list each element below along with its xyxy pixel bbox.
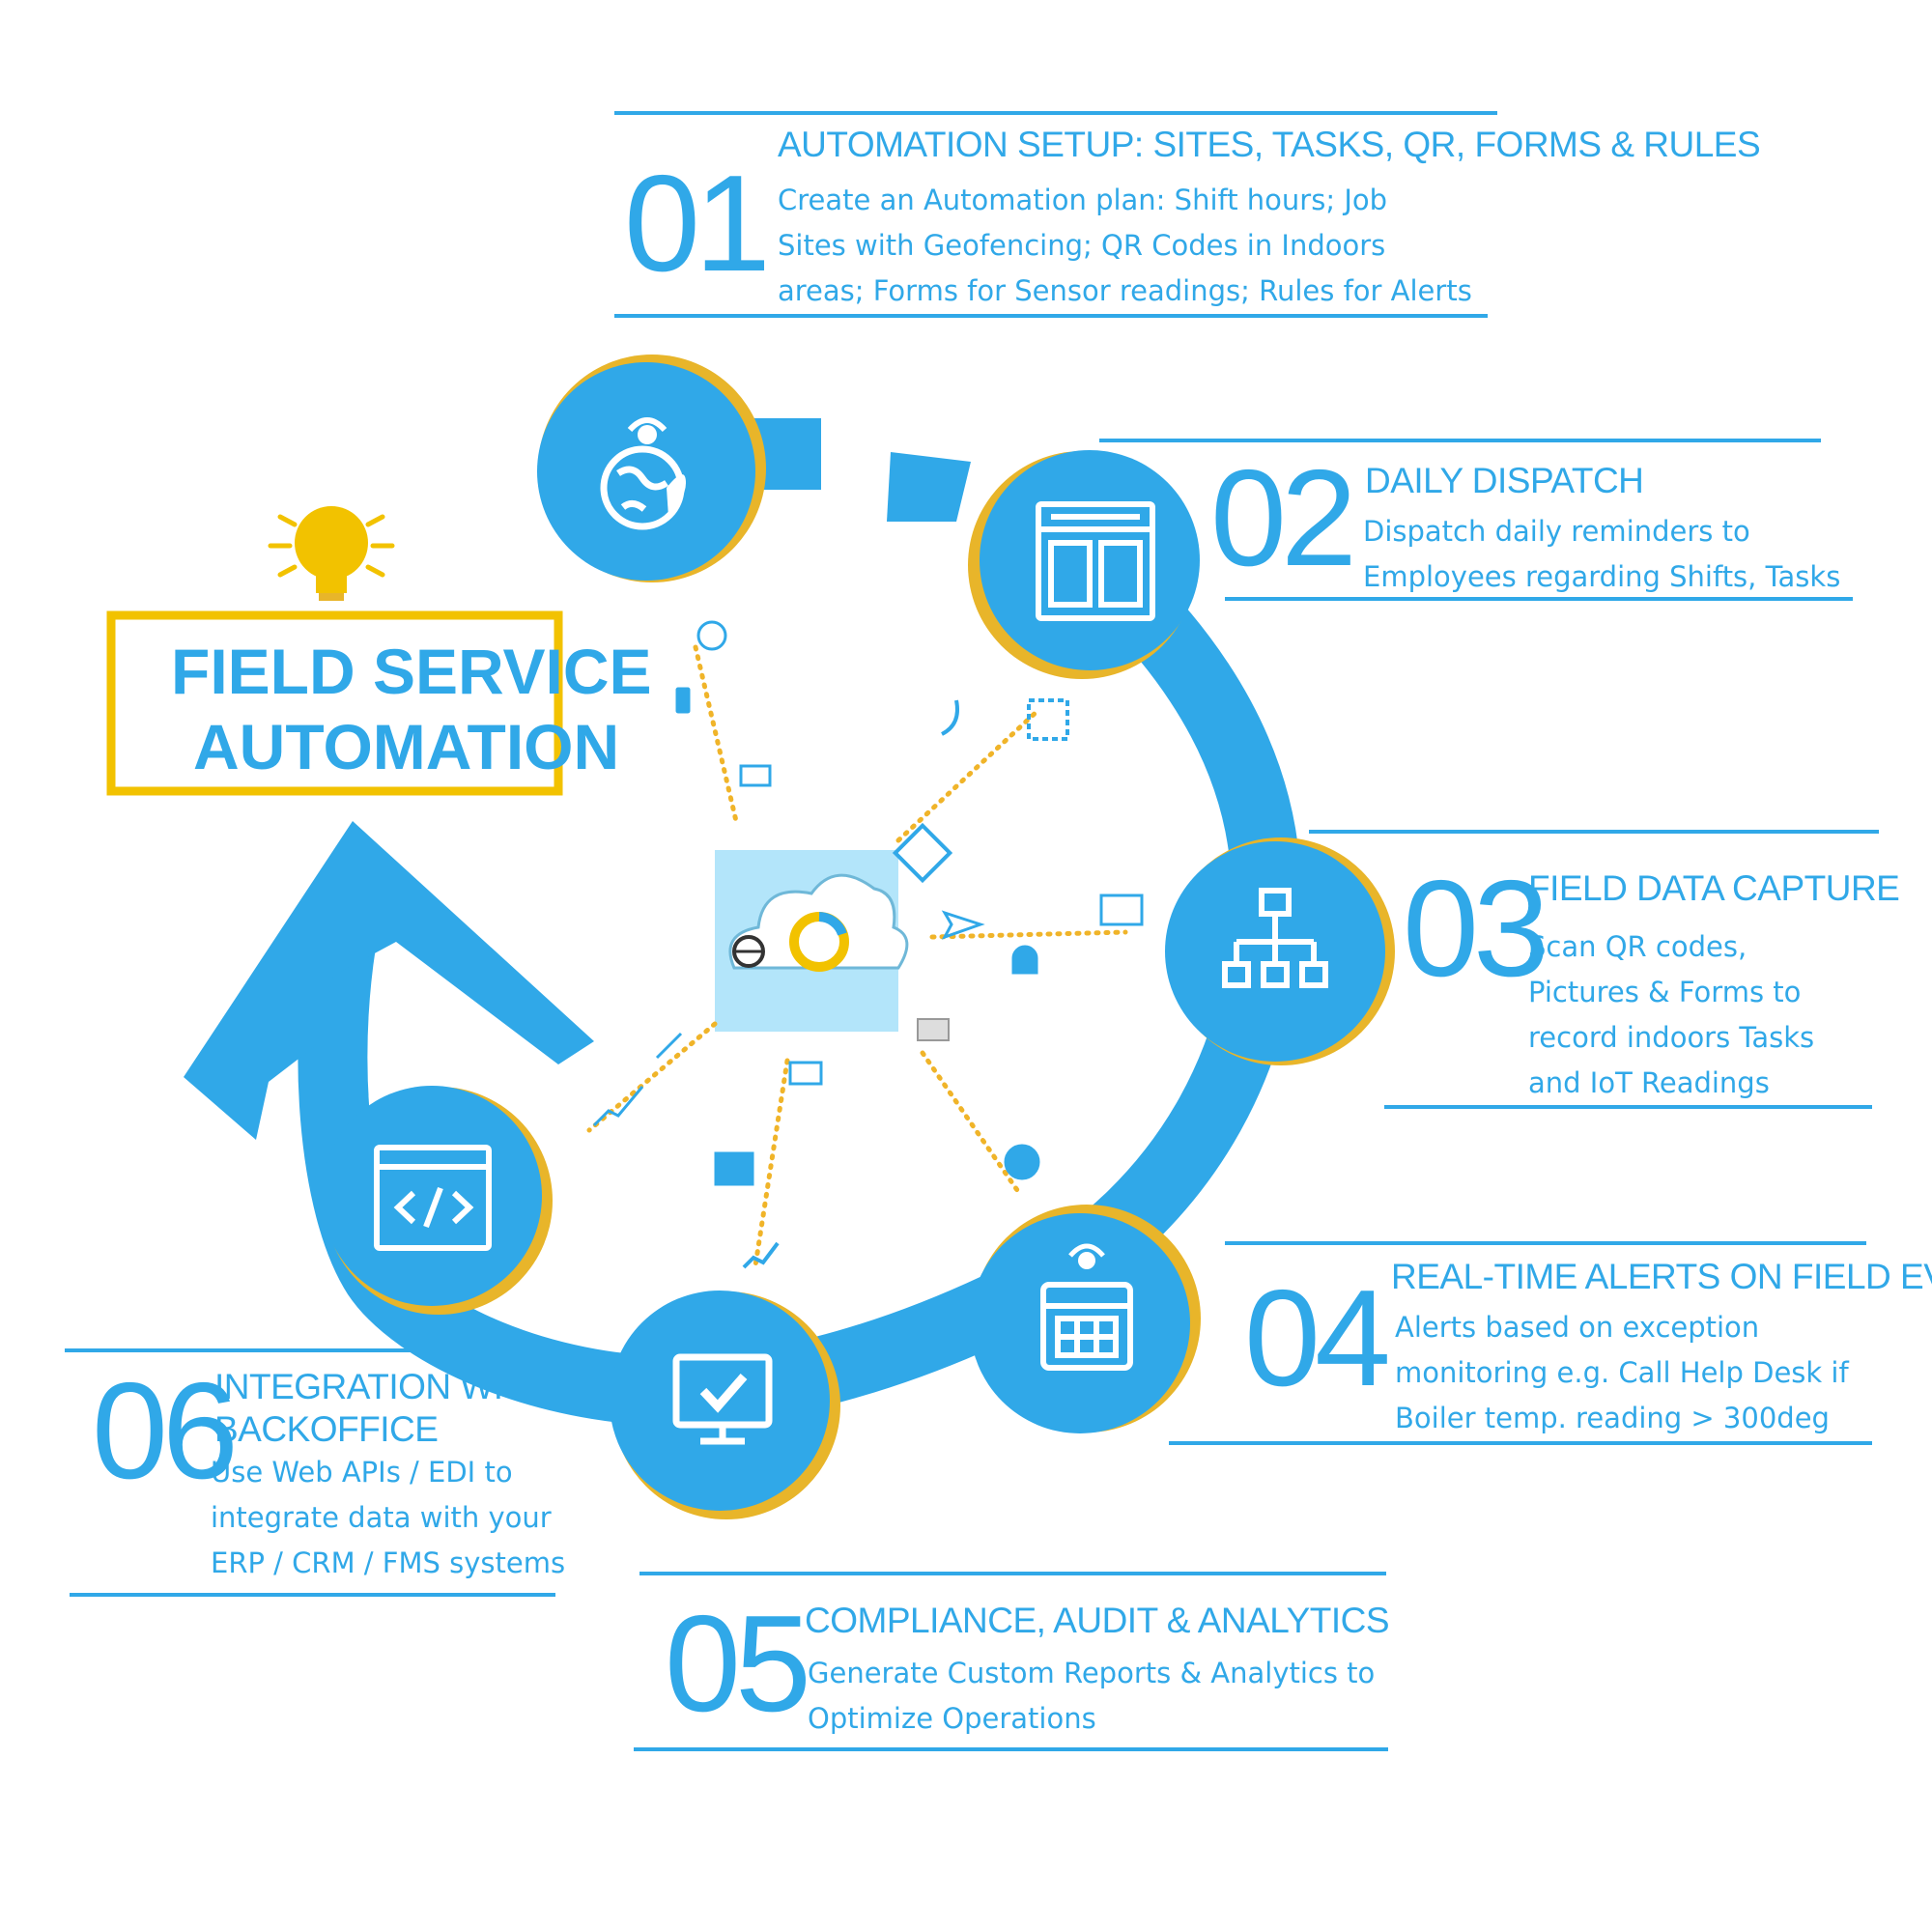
- step-03-desc-line-4: and IoT Readings: [1528, 1066, 1770, 1099]
- globe-worker-location-icon: [600, 417, 686, 530]
- calendar-worker-icon: [1040, 1243, 1133, 1371]
- step-02-number: 02: [1210, 441, 1351, 595]
- headline-line-2: AUTOMATION: [193, 711, 619, 782]
- ring-top-gap-block: [887, 452, 971, 522]
- pulse-chart-icon: [714, 1151, 754, 1186]
- monitor-check-icon: [672, 1353, 773, 1445]
- code-window-icon: [374, 1145, 492, 1251]
- step-03-desc-line-3: record indoors Tasks: [1528, 1021, 1814, 1054]
- step-01-desc-line-2: Sites with Geofencing; QR Codes in Indoo…: [778, 229, 1385, 262]
- step-03-number: 03: [1403, 852, 1544, 1006]
- headline-frame: [106, 610, 563, 796]
- step-01-desc-line-1: Create an Automation plan: Shift hours; …: [778, 184, 1387, 216]
- mail-clock-icon: [917, 1018, 950, 1041]
- step-04-block: 04 REAL-TIME ALERTS ON FIELD EVENTS Aler…: [1169, 1241, 1932, 1445]
- step-05-block: 05 COMPLIANCE, AUDIT & ANALYTICS Generat…: [634, 1572, 1390, 1751]
- step-03-block: 03 FIELD DATA CAPTURE Scan QR codes, Pic…: [1309, 830, 1900, 1109]
- cloud-icon: [728, 873, 909, 972]
- paper-plane-icon: [941, 910, 985, 940]
- pen-signature-icon: [941, 699, 959, 736]
- step-04-desc-line-1: Alerts based on exception: [1395, 1311, 1759, 1344]
- step-06-desc-line-1: Use Web APIs / EDI to: [211, 1456, 513, 1489]
- connector-2: [895, 707, 1041, 843]
- browser-layout-icon: [1036, 501, 1155, 621]
- siren-icon: [1011, 945, 1038, 975]
- step-06-title-line-1: INTEGRATION WITH: [214, 1367, 550, 1406]
- step-circle-06: [322, 1086, 553, 1315]
- clock-icon: [696, 620, 727, 651]
- step-03-title: FIELD DATA CAPTURE: [1528, 868, 1899, 908]
- qr-code-icon: [1027, 698, 1069, 741]
- center-logo: [715, 850, 909, 1032]
- step-01-desc-line-3: areas; Forms for Sensor readings; Rules …: [778, 274, 1472, 307]
- headline-block: FIELD SERVICE AUTOMATION: [106, 506, 652, 796]
- image-icon: [892, 822, 953, 884]
- step-06-number: 06: [92, 1354, 233, 1508]
- step-04-title: REAL-TIME ALERTS ON FIELD EVENTS: [1391, 1257, 1932, 1296]
- battery-icon: [675, 687, 691, 714]
- step-02-title: DAILY DISPATCH: [1365, 461, 1643, 500]
- step-02-desc-line-1: Dispatch daily reminders to: [1363, 515, 1750, 548]
- connector-3: [929, 929, 1128, 940]
- step-01-title: AUTOMATION SETUP: SITES, TASKS, QR, FORM…: [778, 125, 1760, 164]
- connector-5: [753, 1058, 790, 1268]
- step-06-desc-line-3: ERP / CRM / FMS systems: [211, 1546, 565, 1579]
- arrow-trend-icon: [655, 1032, 683, 1060]
- step-circle-01: [537, 355, 766, 582]
- step-06-block: 06 INTEGRATION WITH BACKOFFICE Use Web A…: [65, 1348, 565, 1597]
- lightbulb-icon: [268, 506, 395, 601]
- step-06-desc-line-2: integrate data with your: [211, 1501, 552, 1534]
- envelope-icon: [1099, 894, 1144, 926]
- ring-arrow-head: [184, 821, 594, 1140]
- connector-1: [693, 644, 739, 824]
- step-05-desc-line-1: Generate Custom Reports & Analytics to: [808, 1657, 1375, 1689]
- step-04-desc-line-3: Boiler temp. reading > 300deg: [1395, 1402, 1830, 1434]
- step-05-desc-line-2: Optimize Operations: [808, 1702, 1096, 1735]
- step-01-number: 01: [624, 147, 765, 300]
- connector-4: [920, 1050, 1022, 1196]
- connector-6: [586, 1021, 718, 1133]
- step-circle-03: [1165, 837, 1395, 1065]
- step-circle-05: [610, 1291, 840, 1519]
- step-05-number: 05: [665, 1587, 807, 1741]
- monitor-small-icon: [739, 764, 772, 787]
- step-circle-04: [970, 1205, 1201, 1433]
- refresh-icon: [1004, 1144, 1040, 1180]
- monitor-check-small-icon: [788, 1061, 823, 1086]
- growth-chart-icon: [742, 1241, 780, 1269]
- step-06-title-line-2: BACKOFFICE: [214, 1409, 438, 1449]
- step-03-desc-line-2: Pictures & Forms to: [1528, 976, 1801, 1008]
- step-05-title: COMPLIANCE, AUDIT & ANALYTICS: [805, 1601, 1389, 1640]
- step-01-block: 01 AUTOMATION SETUP: SITES, TASKS, QR, F…: [614, 111, 1761, 318]
- step-04-desc-line-2: monitoring e.g. Call Help Desk if: [1395, 1356, 1849, 1389]
- step-03-desc-line-1: Scan QR codes,: [1528, 930, 1747, 963]
- headline-line-1: FIELD SERVICE: [171, 636, 652, 707]
- step-02-block: 02 DAILY DISPATCH Dispatch daily reminde…: [1099, 439, 1853, 601]
- step-04-number: 04: [1244, 1262, 1387, 1415]
- step-circle-02: [968, 450, 1200, 679]
- hierarchy-icon: [1222, 888, 1328, 988]
- connector-icons: [592, 620, 1144, 1269]
- line-trend-icon: [592, 1086, 644, 1127]
- step-02-desc-line-2: Employees regarding Shifts, Tasks: [1363, 560, 1840, 593]
